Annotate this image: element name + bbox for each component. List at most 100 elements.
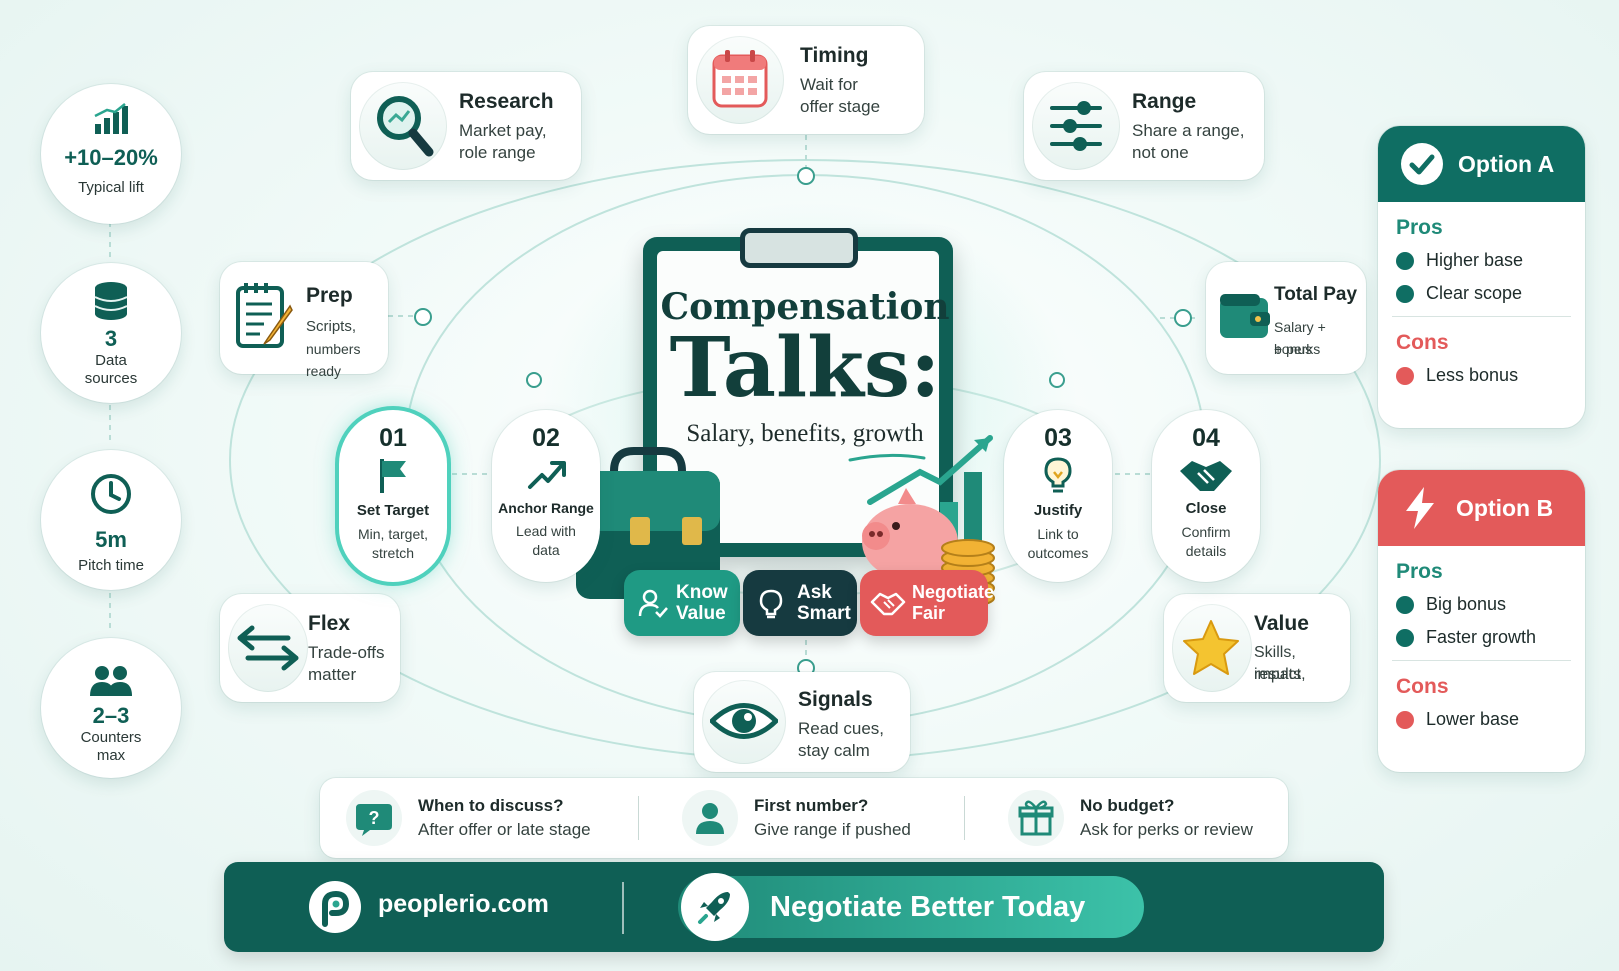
step-title: Set Target bbox=[356, 502, 430, 519]
step-line1: Min, target, bbox=[357, 526, 429, 542]
faq-item: No budget?Ask for perks or review bbox=[1008, 778, 1253, 858]
card-title: Research bbox=[459, 90, 554, 113]
pro-item: Clear scope bbox=[1396, 283, 1585, 304]
flag-icon bbox=[380, 459, 406, 493]
step-line1: Lead with bbox=[516, 523, 576, 539]
card-line2: role range bbox=[459, 143, 536, 162]
handshake-icon bbox=[870, 592, 906, 616]
swap-arrows-icon bbox=[237, 625, 299, 671]
card-total-pay: Total Pay Salary + bonus + perks bbox=[1206, 262, 1366, 374]
con-text: Lower base bbox=[1426, 709, 1520, 729]
card-title: Signals bbox=[798, 688, 873, 711]
card-line2: matter bbox=[308, 665, 357, 684]
pro-item: Higher base bbox=[1396, 250, 1585, 271]
card-line2: not one bbox=[1132, 143, 1189, 162]
step-title: Anchor Range bbox=[498, 500, 594, 516]
subtitle-underline bbox=[848, 453, 926, 462]
step-02: 02 Anchor Range Lead with data bbox=[492, 410, 600, 582]
check-dot-icon bbox=[1396, 595, 1414, 614]
badge-line2: Value bbox=[676, 603, 726, 624]
step-number: 01 bbox=[379, 424, 407, 452]
check-dot-icon bbox=[1396, 251, 1414, 270]
option-title: Option B bbox=[1456, 494, 1554, 521]
stat-data-sources: 3 Data sources bbox=[41, 263, 181, 403]
rocket-icon bbox=[681, 873, 749, 941]
cta-label: Negotiate Better Today bbox=[770, 891, 1086, 923]
pro-text: Big bonus bbox=[1426, 594, 1507, 614]
faq-question: When to discuss? bbox=[418, 796, 564, 815]
card-line2: offer stage bbox=[800, 97, 881, 116]
question-bubble-icon: ? bbox=[346, 790, 402, 846]
faq-item: ? When to discuss?After offer or late st… bbox=[346, 778, 591, 858]
option-a-panel: Option A Pros Higher base Clear scope Co… bbox=[1378, 126, 1585, 428]
calendar-icon bbox=[712, 50, 768, 108]
stat-value: 2–3 bbox=[92, 703, 130, 728]
star-icon bbox=[1183, 620, 1239, 675]
card-range: Range Share a range, not one bbox=[1024, 72, 1264, 180]
eye-icon bbox=[710, 703, 778, 739]
stat-typical-lift: +10–20% Typical lift bbox=[41, 84, 181, 224]
divider bbox=[1392, 316, 1571, 317]
badge-line1: Know bbox=[676, 582, 728, 603]
footer-site[interactable]: peoplerio.com bbox=[378, 890, 549, 918]
card-line1: Read cues, bbox=[798, 719, 884, 738]
step-line2: data bbox=[532, 542, 560, 558]
cta-button[interactable]: Negotiate Better Today bbox=[678, 873, 1144, 941]
card-prep: Prep Scripts, numbers ready bbox=[220, 262, 388, 379]
pros-label: Pros bbox=[1396, 560, 1443, 583]
badge-line2: Fair bbox=[912, 603, 946, 623]
card-line1: Skills, impact, bbox=[1254, 644, 1306, 683]
lightning-icon bbox=[1406, 487, 1434, 529]
card-title: Range bbox=[1132, 90, 1197, 113]
cons-label: Cons bbox=[1396, 331, 1449, 354]
wallet-icon bbox=[1220, 294, 1270, 338]
card-signals: Signals Read cues, stay calm bbox=[694, 672, 910, 772]
footer-bar: peoplerio.com Negotiate Better Today bbox=[224, 862, 1384, 952]
card-timing: Timing Wait for offer stage bbox=[688, 26, 924, 134]
bar-chart-icon bbox=[94, 103, 128, 134]
lightbulb-icon bbox=[759, 589, 783, 619]
step-number: 04 bbox=[1192, 424, 1220, 452]
stat-label: Typical lift bbox=[78, 179, 144, 196]
stat-label-line1: Data bbox=[95, 352, 127, 369]
step-line2: stretch bbox=[371, 545, 414, 561]
card-flex: Flex Trade-offs matter bbox=[220, 594, 400, 702]
step-number: 03 bbox=[1044, 424, 1072, 452]
pro-text: Faster growth bbox=[1426, 627, 1537, 647]
stat-counters-max: 2–3 Counters max bbox=[41, 638, 181, 778]
card-line1: Share a range, bbox=[1132, 121, 1245, 140]
step-04: 04 Close Confirm details bbox=[1152, 410, 1260, 582]
pro-text: Higher base bbox=[1426, 250, 1524, 270]
check-dot-icon bbox=[1396, 284, 1414, 303]
card-title: Value bbox=[1254, 612, 1309, 635]
gift-icon bbox=[1008, 790, 1064, 846]
check-dot-icon bbox=[1396, 628, 1414, 647]
trend-arrow-icon bbox=[528, 461, 566, 489]
stat-value: +10–20% bbox=[64, 145, 158, 170]
divider bbox=[638, 796, 639, 840]
stat-label-line2: max bbox=[96, 747, 126, 764]
step-line2: outcomes bbox=[1027, 545, 1089, 561]
faq-answer: Ask for perks or review bbox=[1080, 820, 1253, 839]
card-line2: + perks bbox=[1274, 341, 1321, 357]
svg-text:?: ? bbox=[369, 808, 380, 828]
card-line1: Market pay, bbox=[459, 121, 547, 140]
step-01: 01 Set Target Min, target, stretch bbox=[339, 410, 447, 582]
handshake-icon bbox=[1180, 461, 1232, 491]
peoplerio-logo-icon bbox=[309, 881, 361, 933]
divider bbox=[964, 796, 965, 840]
step-title: Close bbox=[1185, 500, 1227, 517]
step-line2: details bbox=[1185, 543, 1227, 559]
option-b-header: Option B bbox=[1378, 470, 1585, 546]
people-icon bbox=[90, 666, 132, 696]
card-title: Timing bbox=[800, 44, 869, 67]
con-text: Less bonus bbox=[1426, 365, 1519, 385]
option-b-panel: Option B Pros Big bonus Faster growth Co… bbox=[1378, 470, 1585, 772]
option-title: Option A bbox=[1458, 150, 1555, 177]
badge-line2: Smart bbox=[797, 603, 851, 624]
minus-dot-icon bbox=[1396, 366, 1414, 385]
con-item: Lower base bbox=[1396, 709, 1585, 730]
briefcase-icon bbox=[576, 447, 720, 599]
